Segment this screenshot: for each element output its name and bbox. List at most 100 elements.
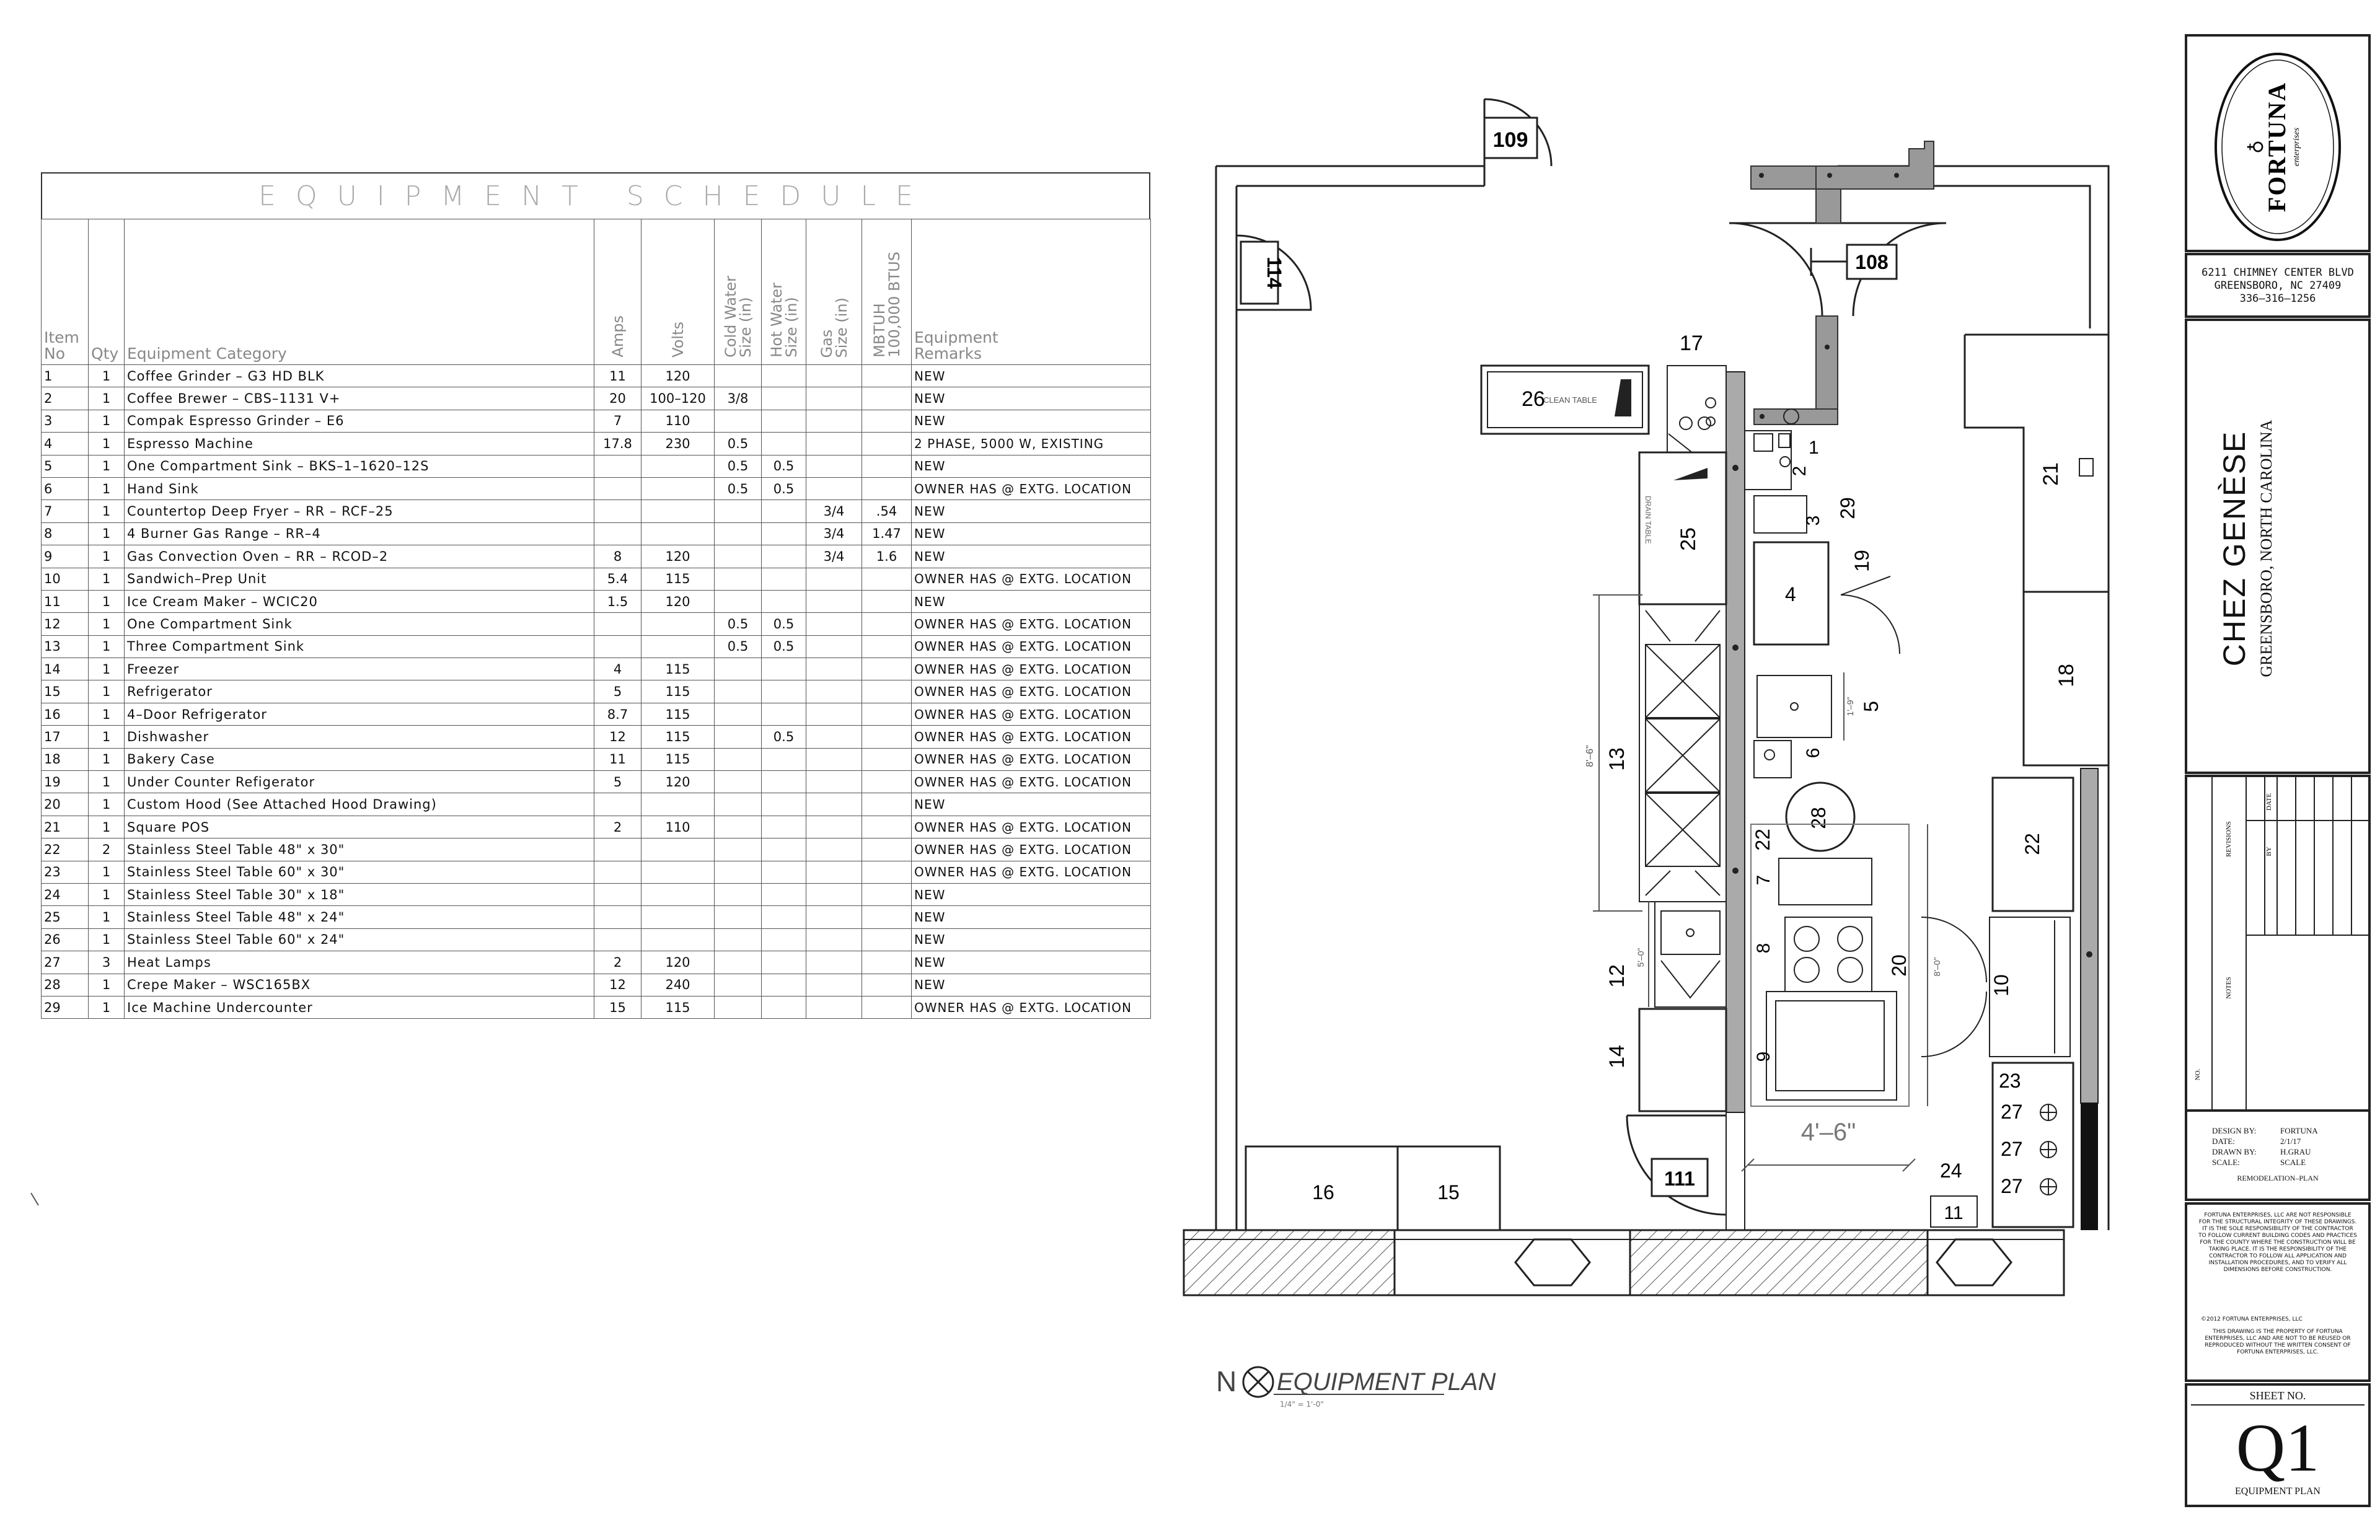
tag-8: 8 xyxy=(1753,943,1774,954)
schedule-cell-qty: 1 xyxy=(88,567,125,591)
schedule-cell-volts: 110 xyxy=(641,409,715,433)
schedule-cell-amps: 12 xyxy=(594,725,641,749)
schedule-table: Item No Qty Equipment Category Amps Volt… xyxy=(41,219,1151,1019)
schedule-cell-amps: 8.7 xyxy=(594,702,641,726)
schedule-cell-cat: Ice Cream Maker – WCIC20 xyxy=(124,589,594,614)
schedule-cell-volts: 100–120 xyxy=(641,387,715,410)
schedule-cell-qty: 1 xyxy=(88,477,125,501)
schedule-cell-volts: 120 xyxy=(641,364,715,388)
service-wall xyxy=(1726,371,1745,1231)
schedule-cell-hw xyxy=(761,928,806,952)
room-tag-108: 108 xyxy=(1810,244,1898,280)
date-label: DATE: xyxy=(2212,1137,2235,1146)
schedule-cell-cw xyxy=(714,747,762,772)
equip-11-ice-cream xyxy=(1930,1195,1978,1228)
schedule-cell-rem: NEW xyxy=(911,387,1151,410)
schedule-cell-no: 21 xyxy=(41,815,89,839)
schedule-cell-hw xyxy=(761,567,806,591)
schedule-cell-qty: 1 xyxy=(88,612,125,636)
schedule-cell-volts xyxy=(641,860,715,884)
schedule-cell-gas xyxy=(806,477,862,501)
scale-label: SCALE: xyxy=(2212,1158,2240,1167)
schedule-cell-rem: OWNER HAS @ EXTG. LOCATION xyxy=(911,860,1151,884)
front-counter xyxy=(1963,333,2110,767)
schedule-cell-no: 24 xyxy=(41,882,89,907)
schedule-cell-qty: 1 xyxy=(88,882,125,907)
schedule-cell-amps xyxy=(594,860,641,884)
tag-4: 4 xyxy=(1785,583,1796,605)
tag-7: 7 xyxy=(1753,875,1774,886)
schedule-cell-mbtuh xyxy=(862,680,912,703)
equip-5-sink xyxy=(1756,675,1832,738)
schedule-cell-qty: 1 xyxy=(88,973,125,997)
schedule-cell-no: 25 xyxy=(41,905,89,929)
tag-11: 11 xyxy=(1944,1203,1963,1223)
schedule-cell-rem: OWNER HAS @ EXTG. LOCATION xyxy=(911,680,1151,703)
dim-counter-label: 4'–6" xyxy=(1801,1119,1856,1146)
schedule-cell-rem: NEW xyxy=(911,364,1151,388)
schedule-cell-rem: OWNER HAS @ EXTG. LOCATION xyxy=(911,995,1151,1019)
schedule-cell-rem: OWNER HAS @ EXTG. LOCATION xyxy=(911,702,1151,726)
sheet-block: SHEET NO. Q1 EQUIPMENT PLAN xyxy=(2185,1383,2371,1507)
col-cold-water: Cold Water Size (in) xyxy=(714,219,762,365)
schedule-cell-volts: 120 xyxy=(641,770,715,794)
equip-21-pos xyxy=(2079,458,2094,477)
schedule-cell-hw xyxy=(761,545,806,568)
equip-28-crepe-maker xyxy=(1785,781,1856,852)
schedule-cell-mbtuh xyxy=(862,409,912,433)
schedule-cell-amps: 12 xyxy=(594,973,641,997)
schedule-cell-cat: Stainless Steel Table 30" x 18" xyxy=(124,882,594,907)
schedule-cell-cat: 4–Door Refrigerator xyxy=(124,702,594,726)
schedule-cell-cw xyxy=(714,838,762,861)
schedule-cell-rem: OWNER HAS @ EXTG. LOCATION xyxy=(911,612,1151,636)
schedule-cell-rem: NEW xyxy=(911,522,1151,546)
schedule-cell-amps: 11 xyxy=(594,747,641,772)
duct-anchors xyxy=(1759,173,1899,419)
front-counter-wall xyxy=(2080,768,2099,1230)
drawn-by-label: DRAWN BY: xyxy=(2212,1147,2257,1156)
schedule-cell-hw xyxy=(761,680,806,703)
equip-1-2-coffee xyxy=(1744,430,1792,490)
schedule-cell-cat: Coffee Brewer – CBS–1131 V+ xyxy=(124,387,594,410)
schedule-cell-no: 17 xyxy=(41,725,89,749)
sheet-no-label: SHEET NO. xyxy=(2249,1389,2306,1402)
tag-24: 24 xyxy=(1940,1159,1962,1182)
schedule-cell-cat: One Compartment Sink – BKS–1–1620–12S xyxy=(124,454,594,478)
col-item-no: Item No xyxy=(41,219,89,365)
schedule-cell-rem: OWNER HAS @ EXTG. LOCATION xyxy=(911,815,1151,839)
project-location: GREENSBORO, NORTH CAROLINA xyxy=(2257,420,2275,677)
equip-26-clean-table: 26 CLEAN TABLE xyxy=(1480,364,1650,435)
schedule-cell-rem: OWNER HAS @ EXTG. LOCATION xyxy=(911,567,1151,591)
schedule-cell-rem: NEW xyxy=(911,545,1151,568)
schedule-cell-qty: 1 xyxy=(88,387,125,410)
disclaimer-block: FORTUNA ENTERPRISES, LLC ARE NOT RESPONS… xyxy=(2185,1202,2371,1382)
equip-14-freezer xyxy=(1638,1008,1727,1112)
schedule-cell-no: 29 xyxy=(41,995,89,1019)
svg-text:FORTUNA: FORTUNA xyxy=(2263,82,2291,212)
schedule-cell-mbtuh xyxy=(862,770,912,794)
schedule-header-row: Item No Qty Equipment Category Amps Volt… xyxy=(41,219,1151,365)
schedule-cell-mbtuh xyxy=(862,589,912,614)
schedule-cell-no: 4 xyxy=(41,432,89,455)
schedule-cell-cat: Under Counter Refigerator xyxy=(124,770,594,794)
schedule-cell-volts: 120 xyxy=(641,589,715,614)
tag-15: 15 xyxy=(1437,1181,1460,1203)
schedule-cell-gas xyxy=(806,747,862,772)
schedule-cell-amps: 17.8 xyxy=(594,432,641,455)
schedule-cell-hw: 0.5 xyxy=(761,477,806,501)
scale-value: SCALE xyxy=(2280,1158,2306,1167)
schedule-cell-no: 12 xyxy=(41,612,89,636)
sheet-number: Q1 xyxy=(2236,1410,2320,1485)
schedule-cell-rem: OWNER HAS @ EXTG. LOCATION xyxy=(911,770,1151,794)
drawn-by-value: H.GRAU xyxy=(2280,1147,2311,1156)
address-line-3: 336–316–1256 xyxy=(2239,293,2316,305)
project-name: CHEZ GENÈSE xyxy=(2217,430,2252,667)
